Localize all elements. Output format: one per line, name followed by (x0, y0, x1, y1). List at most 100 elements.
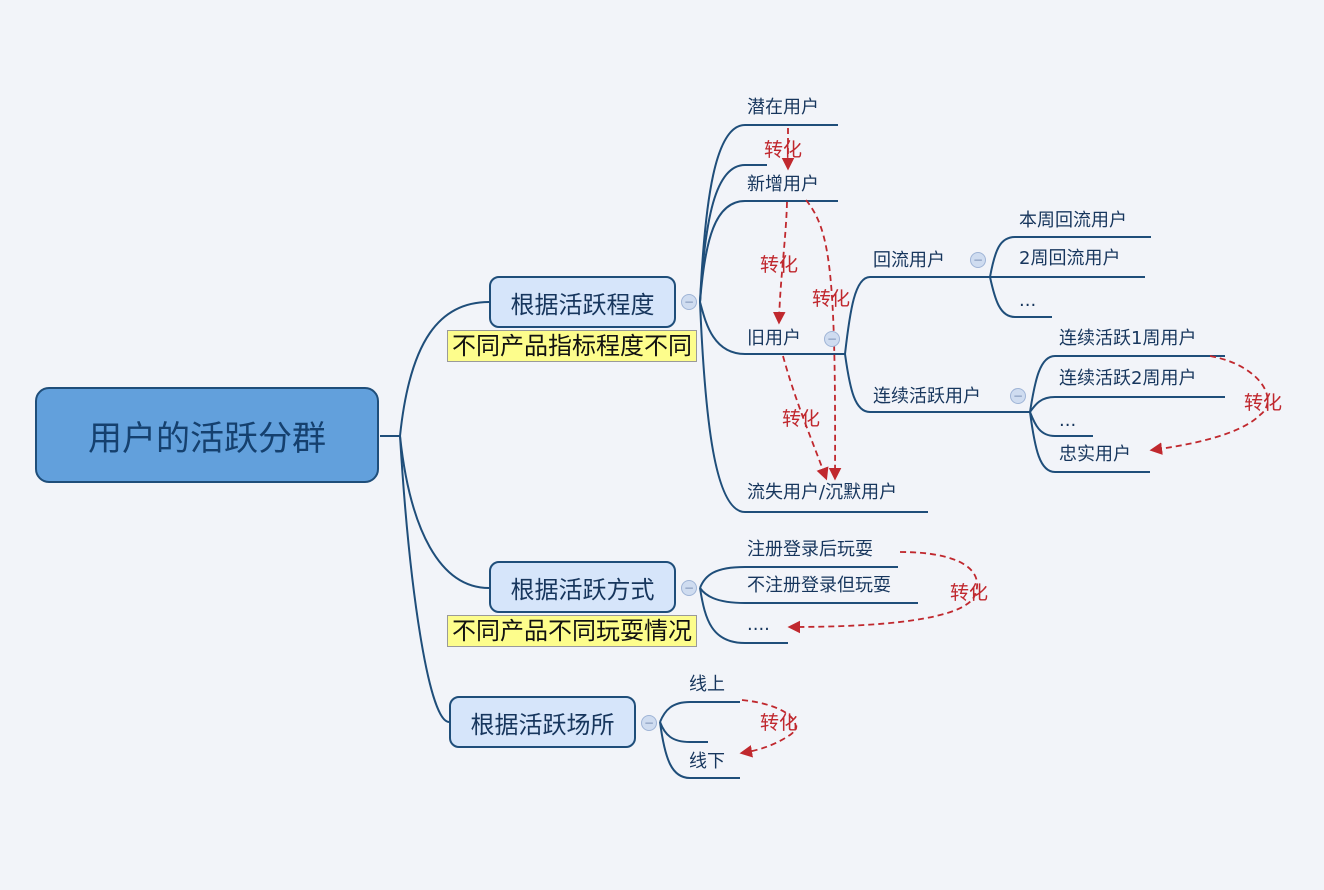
relation-text: 转化 (1244, 392, 1283, 414)
relation-text: 转化 (782, 408, 821, 430)
collapse-button-continuous-users[interactable]: − (1010, 388, 1026, 404)
connector-b1-old (699, 301, 845, 355)
relation-cont1-loyal (1149, 355, 1269, 455)
relation-label-new-churn[interactable]: 转化 (812, 284, 850, 311)
topic-label: 连续活跃1周用户 (1059, 328, 1197, 349)
collapse-button-activity-level[interactable]: − (681, 294, 697, 310)
note-text: 不同产品指标程度不同 (452, 332, 692, 360)
root-topic-title: 用户的活跃分群 (88, 418, 326, 459)
topic-new-users[interactable]: 新增用户 (747, 174, 819, 196)
connector-cont-3 (1029, 411, 1093, 437)
relation-text: 转化 (764, 139, 803, 161)
topic-play-without-register[interactable]: 不注册登录但玩耍 (747, 575, 891, 597)
topic-return-2-weeks[interactable]: 2周回流用户 (1019, 248, 1120, 270)
topic-play-after-register[interactable]: 注册登录后玩耍 (747, 539, 873, 561)
topic-label: ... (1059, 410, 1077, 431)
relation-label-online-offline[interactable]: 转化 (760, 708, 798, 735)
topic-return-this-week[interactable]: 本周回流用户 (1019, 210, 1127, 232)
connector-cont-4 (1029, 411, 1150, 473)
connector-b3-blank (659, 721, 708, 743)
topic-label: 新增用户 (747, 174, 819, 195)
topic-old-users[interactable]: 旧用户 (747, 328, 801, 350)
connector-root-branch3 (399, 435, 450, 723)
topic-churned-users[interactable]: 流失用户/沉默用户 (747, 482, 897, 504)
minus-circle-icon: − (683, 295, 695, 309)
connector-return-1 (989, 236, 1151, 278)
topic-label: 线上 (689, 674, 725, 695)
connector-old-return (844, 276, 990, 355)
topic-returning-users[interactable]: 回流用户 (873, 250, 945, 272)
minus-circle-icon: − (643, 716, 655, 730)
topic-continuous-2-weeks[interactable]: 连续活跃2周用户 (1059, 368, 1196, 390)
topic-offline[interactable]: 线下 (689, 751, 725, 773)
topic-loyal-users[interactable]: 忠实用户 (1059, 444, 1131, 466)
topic-label: 连续活跃用户 (873, 386, 981, 407)
relation-new-churn (805, 199, 842, 481)
connector-cont-1 (1029, 355, 1225, 413)
relation-label-new-old[interactable]: 转化 (760, 250, 798, 277)
topic-label: 本周回流用户 (1019, 210, 1127, 231)
connector-b1-churn (699, 301, 928, 513)
branch-topic-activity-place[interactable]: 根据活跃场所 (449, 696, 636, 748)
topic-label: 不注册登录但玩耍 (747, 575, 891, 596)
minus-circle-icon: − (1012, 389, 1024, 403)
connector-b3-1 (659, 701, 740, 723)
relation-lines (739, 128, 1269, 758)
relation-text: 转化 (760, 254, 799, 276)
topic-label: 旧用户 (747, 328, 801, 349)
topic-label: 回流用户 (873, 250, 945, 271)
relation-text: 转化 (812, 288, 851, 310)
branch-title: 根据活跃方式 (510, 575, 655, 604)
relation-text: 转化 (760, 712, 799, 734)
connector-b2-3 (699, 587, 788, 644)
topic-continuous-1-week[interactable]: 连续活跃1周用户 (1059, 328, 1196, 350)
collapse-button-activity-mode[interactable]: − (681, 580, 697, 596)
connector-b2-2 (699, 587, 918, 604)
topic-label: .... (747, 614, 770, 635)
topic-label: 注册登录后玩耍 (747, 539, 873, 560)
collapse-button-old-users[interactable]: − (824, 331, 840, 347)
connector-b2-1 (699, 566, 898, 589)
note-text: 不同产品不同玩耍情况 (452, 617, 692, 645)
branch-topic-activity-mode[interactable]: 根据活跃方式 (489, 561, 676, 613)
connector-cont-2 (1029, 396, 1225, 413)
topic-label: 忠实用户 (1059, 444, 1131, 465)
minus-circle-icon: − (683, 581, 695, 595)
branch-title: 根据活跃场所 (470, 710, 615, 739)
branch-topic-activity-level[interactable]: 根据活跃程度 (489, 276, 676, 328)
relation-label-old-churn[interactable]: 转化 (782, 404, 820, 431)
relation-label-potential-new[interactable]: 转化 (764, 135, 802, 162)
relation-text: 转化 (950, 582, 989, 604)
connector-root-branch1 (399, 301, 490, 437)
relation-old-churn (782, 355, 829, 481)
branch-title: 根据活跃程度 (510, 290, 655, 319)
note-activity-mode: 不同产品不同玩耍情况 (447, 615, 697, 647)
connector-root-branch2 (399, 435, 490, 589)
topic-label: 流失用户/沉默用户 (747, 482, 898, 503)
root-topic[interactable]: 用户的活跃分群 (35, 387, 379, 483)
topic-online[interactable]: 线上 (689, 674, 725, 696)
relation-play-dots (787, 551, 978, 634)
topic-potential-users[interactable]: 潜在用户 (747, 97, 819, 119)
topic-return-more[interactable]: ... (1019, 290, 1036, 312)
connector-return-3 (989, 276, 1052, 318)
collapse-button-returning-users[interactable]: − (970, 252, 986, 268)
topic-continuous-users[interactable]: 连续活跃用户 (873, 386, 981, 408)
connector-lines (380, 124, 1225, 779)
connector-b1-new (699, 200, 838, 303)
connector-b3-2 (659, 721, 740, 779)
relation-label-play[interactable]: 转化 (950, 578, 988, 605)
topic-label: ... (1019, 290, 1037, 311)
relation-label-cont-loyal[interactable]: 转化 (1244, 388, 1282, 415)
topic-label: 2周回流用户 (1019, 248, 1121, 269)
minus-circle-icon: − (826, 332, 838, 346)
topic-play-more[interactable]: .... (747, 614, 770, 636)
collapse-button-activity-place[interactable]: − (641, 715, 657, 731)
minus-circle-icon: − (972, 253, 984, 267)
topic-label: 连续活跃2周用户 (1059, 368, 1197, 389)
topic-label: 线下 (689, 751, 725, 772)
relation-new-old (772, 201, 788, 325)
note-activity-level: 不同产品指标程度不同 (447, 330, 697, 362)
topic-continuous-more[interactable]: ... (1059, 410, 1076, 432)
